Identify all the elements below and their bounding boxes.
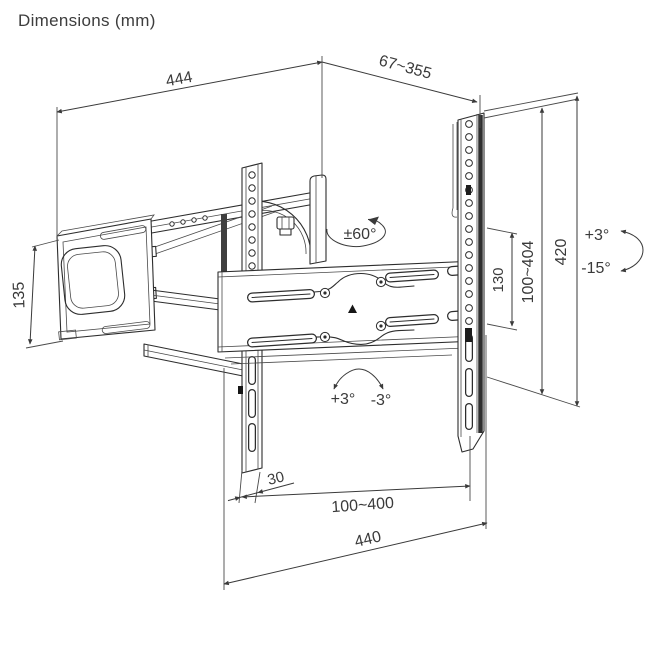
- dim-label-100-400: 100~400: [331, 495, 395, 516]
- dim-rail-height: 420: [553, 95, 580, 407]
- wall-plate-slot: [101, 321, 151, 334]
- dim-label-130: 130: [490, 267, 507, 292]
- swivel-label: ±60°: [344, 226, 377, 243]
- level-arrow-icon: [333, 368, 384, 390]
- dim-wall-plate-height: 135: [11, 245, 38, 345]
- tilt-annotation: +3° -15°: [581, 227, 644, 277]
- dim-label-444: 444: [165, 69, 194, 91]
- dim-label-420: 420: [553, 239, 570, 266]
- dim-label-30: 30: [266, 468, 286, 489]
- dim-vesa-hole-height: 130: [490, 232, 515, 327]
- wall-plate-slot: [99, 225, 147, 240]
- crossbar: [217, 260, 478, 365]
- dim-wall-plate-width: 444: [56, 60, 323, 114]
- tilt-up-label: +3°: [585, 227, 610, 244]
- level-minus-label: -3°: [371, 392, 392, 409]
- rail-clip: [466, 185, 471, 195]
- center-marker-icon: [348, 304, 357, 313]
- wall-plate: [56, 214, 156, 341]
- tilt-arrow-icon: [620, 229, 644, 273]
- level-plus-label: +3°: [331, 391, 356, 408]
- page-title: Dimensions (mm): [18, 11, 156, 30]
- dim-vesa-width-range: 100~400: [241, 483, 471, 516]
- dim-label-440: 440: [353, 528, 383, 551]
- right-vesa-rail: [451, 112, 485, 453]
- swivel-annotation: ±60°: [326, 216, 386, 248]
- dimension-annotations: 444 67~355 135 ±60° 130 100~404: [11, 52, 644, 590]
- wall-plate-cutout: [60, 245, 126, 315]
- rail-clip: [465, 328, 472, 342]
- crossbar-screws: [319, 276, 387, 343]
- left-rail-holes: [248, 171, 256, 270]
- rail-clip: [238, 386, 243, 394]
- dim-vesa-height-range: 100~404: [520, 107, 545, 395]
- dim-extension-range: 67~355: [321, 52, 478, 104]
- dim-label-135: 135: [11, 281, 29, 308]
- dim-label-100-404: 100~404: [520, 241, 537, 304]
- dim-crossbar-width: 440: [223, 521, 488, 586]
- level-annotation: +3° -3°: [331, 368, 392, 409]
- tilt-down-label: -15°: [581, 260, 611, 277]
